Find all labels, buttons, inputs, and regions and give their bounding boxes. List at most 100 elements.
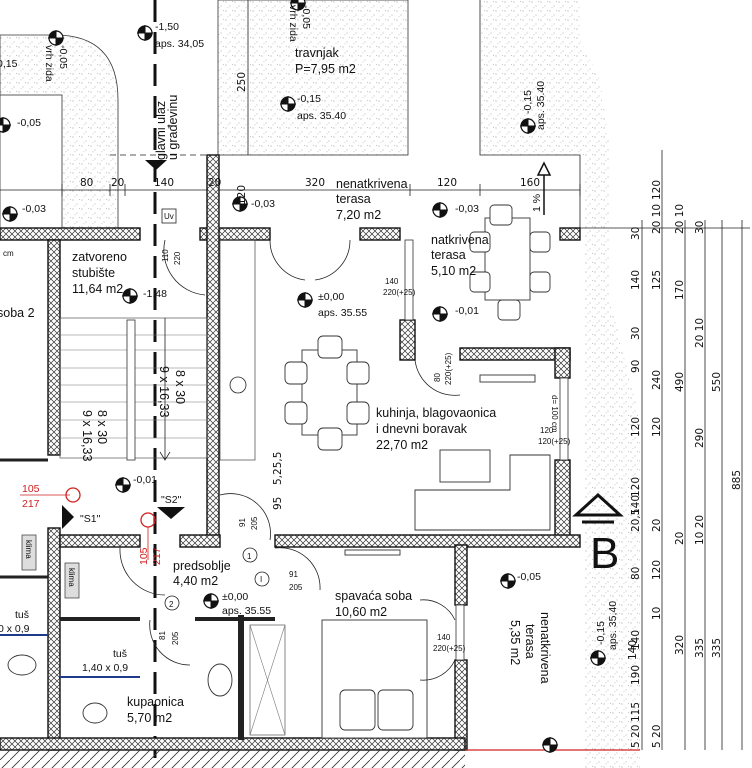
door-label: 220(+25): [383, 288, 416, 297]
door-label: 80: [433, 373, 442, 382]
room-name-bedroom: spavaća soba: [335, 589, 412, 603]
staircase: [59, 317, 208, 461]
right-dimension-label: 10 20: [694, 515, 706, 545]
room-name-terrace-top-2: terasa: [336, 192, 371, 206]
dim: 320: [305, 177, 325, 189]
right-dimension-label: 20 10: [694, 318, 706, 348]
right-dimension-label: 115: [630, 702, 642, 722]
door-label: 220(+25): [433, 644, 466, 653]
room-area-bedroom: 10,60 m2: [335, 605, 387, 619]
right-dimension-label: 885: [731, 470, 743, 490]
door-label: 91: [238, 518, 247, 527]
flight-label: 8 x 30: [173, 370, 187, 404]
room-name-bathroom: kupaonica: [127, 695, 184, 709]
section-s1-label: "S1": [80, 513, 101, 525]
right-dimension-label: 20,5: [630, 509, 642, 532]
dim: 95: [272, 497, 284, 510]
fire-door-height: 217: [151, 547, 163, 565]
door-label: 205: [250, 516, 259, 530]
fire-door-height: 217: [22, 498, 40, 510]
section-s2-arrow-icon: [157, 507, 185, 519]
right-dimension-label: 30: [694, 221, 706, 234]
elevation-labels: -1,50 aps. 34,05 -0,05 vrh zida 0,15 -0,…: [0, 5, 619, 650]
right-dimension-label: 5 20: [651, 725, 663, 748]
right-dimension-label: 550: [711, 372, 723, 392]
room-area-stairs: 11,64 m2: [72, 282, 123, 296]
right-dimension-label: 335: [694, 638, 706, 658]
elev: ±0,00: [222, 591, 248, 603]
fire-door-labels: 105 217 105 217: [22, 483, 163, 565]
right-dimension-label: 90: [630, 360, 642, 373]
door-label: 220: [173, 251, 182, 265]
right-dimension-label: 80: [630, 567, 642, 580]
right-dimension-label: 320: [674, 635, 686, 655]
room-area-covered-terrace: 5,10 m2: [431, 264, 476, 278]
entrance-label-1: glavni ulaz: [154, 101, 168, 160]
elev: aps. 35.55: [222, 605, 271, 617]
uv-label: Uv: [164, 212, 174, 221]
flight-label: 8 x 30: [95, 410, 109, 444]
door-label: 140: [437, 633, 451, 642]
door-label: 120(+25): [538, 437, 571, 446]
right-dimension-label: 140: [630, 630, 642, 650]
elev: 0,15: [0, 58, 18, 70]
door-number: 2: [169, 600, 174, 609]
door-label: 120: [540, 426, 554, 435]
right-dimension-label: 120: [651, 180, 663, 200]
dim: 20: [208, 177, 221, 189]
section-b-marker-icon: [572, 492, 624, 524]
shower2-size: 1,40 x 0,9: [82, 662, 128, 674]
dim: 140: [627, 640, 639, 660]
right-dimension-label: 5 20: [630, 725, 642, 748]
elev: -0,15: [522, 90, 534, 114]
furniture: [7, 204, 551, 739]
elev: -0,15: [297, 93, 321, 105]
elev: aps. 35.55: [318, 307, 367, 319]
elev: -0,01: [455, 305, 479, 317]
dim: 120: [437, 177, 457, 189]
slope-arrow-icon: [536, 161, 552, 215]
room-area-bathroom: 5,70 m2: [127, 711, 172, 725]
elev: -0,05: [17, 117, 41, 129]
right-dimension-label: 30: [630, 227, 642, 240]
slope-label: 1 %: [531, 194, 543, 212]
room-area-terrace-top: 7,20 m2: [336, 208, 381, 222]
dim: 250: [236, 72, 248, 92]
elev: -1,50: [155, 21, 179, 33]
dim: 20: [111, 177, 124, 189]
door-label: 81: [158, 631, 167, 640]
fire-door-width: 105: [138, 547, 150, 565]
elev: aps. 35,40: [607, 601, 619, 650]
room-area-travnjak: P=7,95 m2: [295, 62, 356, 76]
flight-label: 9 x 16,33: [157, 366, 171, 417]
door-label: 205: [171, 631, 180, 645]
right-dimension-label: 335: [711, 638, 723, 658]
room-name-terrace-top: nenatkrivena: [336, 177, 408, 191]
elev: aps. 34,05: [155, 38, 204, 50]
door-label: 110: [161, 249, 170, 262]
right-dimension-label: 120: [651, 560, 663, 580]
shower1-label: tuš: [15, 609, 29, 621]
door-labels: 110 220 140 220(+25) 80 220(+25) 120 120…: [3, 249, 571, 653]
elev: ±0,00: [318, 291, 344, 303]
section-s2-label: "S2": [161, 494, 182, 506]
dim: 120: [236, 185, 248, 205]
right-dimension-label: 20: [674, 532, 686, 545]
room-name-travnjak: travnjak: [295, 46, 340, 60]
dim: 5,25,5: [272, 452, 284, 485]
section-s1-arrow-icon: [62, 505, 74, 529]
elev: aps. 35.40: [535, 81, 547, 130]
door-label: d= 100 cm: [550, 395, 559, 433]
room-labels: travnjak P=7,95 m2 nenatkrivena terasa 7…: [0, 46, 552, 725]
right-dimension-label: 120: [630, 417, 642, 437]
elev: -0,05: [517, 571, 541, 583]
room-name-stairs-2: stubište: [72, 266, 115, 280]
room-area-living: 22,70 m2: [376, 438, 428, 452]
room-name-terrace-right: nenatkrivena: [538, 612, 552, 684]
door-label: cm: [3, 249, 14, 258]
fire-door-width: 105: [22, 483, 40, 495]
room-area-hall: 4,40 m2: [173, 574, 218, 588]
